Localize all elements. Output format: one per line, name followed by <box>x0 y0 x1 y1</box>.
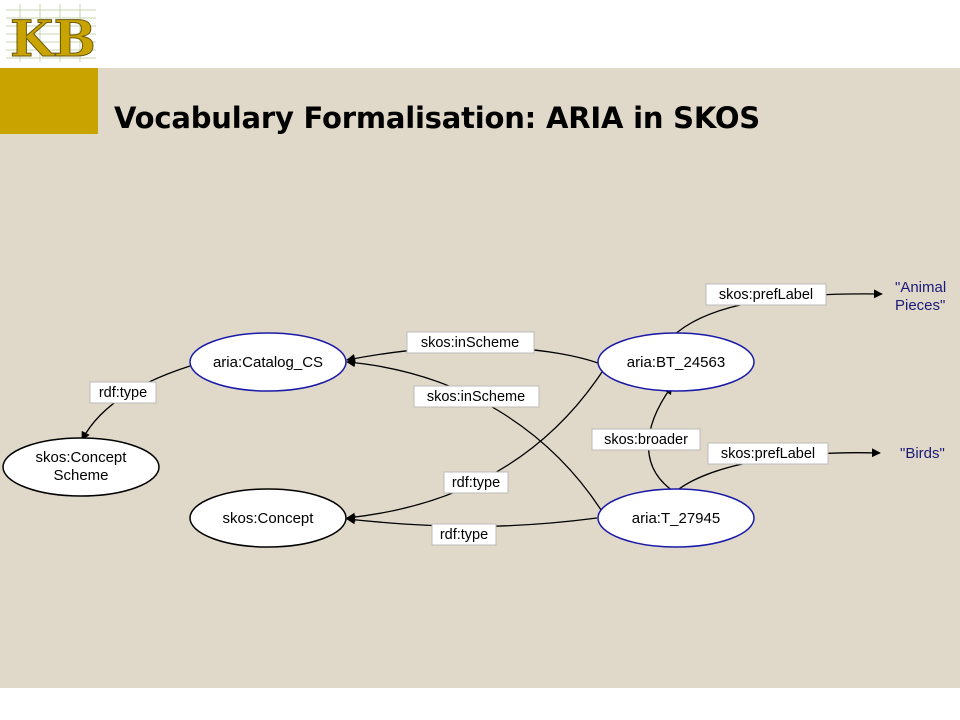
literal-birds: "Birds" <box>900 445 945 462</box>
svg-text:aria:Catalog_CS: aria:Catalog_CS <box>213 354 323 371</box>
svg-text:rdf:type: rdf:type <box>452 475 500 491</box>
accent-block <box>0 68 98 134</box>
node-concept-scheme: skos:Concept Scheme <box>2 437 160 497</box>
svg-text:"Animal: "Animal <box>895 279 946 296</box>
label-t-preflabel: skos:prefLabel <box>707 442 829 465</box>
edge-t-inscheme <box>346 358 604 514</box>
svg-text:"Birds": "Birds" <box>900 445 945 462</box>
footer-bar <box>0 688 960 720</box>
svg-text:skos:inScheme: skos:inScheme <box>427 389 525 405</box>
svg-text:skos:inScheme: skos:inScheme <box>421 335 519 351</box>
label-t-inscheme: skos:inScheme <box>413 385 540 408</box>
label-bt-inscheme: skos:inScheme <box>406 331 535 354</box>
svg-text:KB: KB <box>10 9 96 66</box>
svg-text:skos:Concept: skos:Concept <box>223 510 315 527</box>
svg-text:skos:prefLabel: skos:prefLabel <box>719 287 813 303</box>
label-cs-type: rdf:type <box>89 381 157 404</box>
svg-text:aria:T_27945: aria:T_27945 <box>632 510 720 527</box>
svg-text:rdf:type: rdf:type <box>99 385 147 401</box>
literal-animal-pieces: "Animal Pieces" <box>895 279 946 314</box>
slide-title: Vocabulary Formalisation: ARIA in SKOS <box>114 101 760 135</box>
node-t-27945: aria:T_27945 <box>597 488 755 548</box>
node-bt-24563: aria:BT_24563 <box>597 332 755 392</box>
label-bt-type: rdf:type <box>443 471 509 494</box>
svg-text:rdf:type: rdf:type <box>440 527 488 543</box>
svg-text:skos:Concept: skos:Concept <box>36 449 128 466</box>
label-bt-preflabel: skos:prefLabel <box>705 283 827 306</box>
label-t-type: rdf:type <box>431 523 497 546</box>
svg-text:Scheme: Scheme <box>53 467 108 484</box>
svg-text:skos:prefLabel: skos:prefLabel <box>721 446 815 462</box>
label-broader: skos:broader <box>591 428 701 451</box>
node-concept: skos:Concept <box>189 488 347 548</box>
node-catalog-cs: aria:Catalog_CS <box>189 332 347 392</box>
edge-bt-type <box>346 371 603 522</box>
header-bar <box>0 0 960 68</box>
slide-canvas <box>0 68 960 688</box>
kb-logo-icon: KB <box>0 0 98 66</box>
svg-text:aria:BT_24563: aria:BT_24563 <box>627 354 725 371</box>
svg-text:skos:broader: skos:broader <box>604 432 688 448</box>
svg-text:Pieces": Pieces" <box>895 297 945 314</box>
